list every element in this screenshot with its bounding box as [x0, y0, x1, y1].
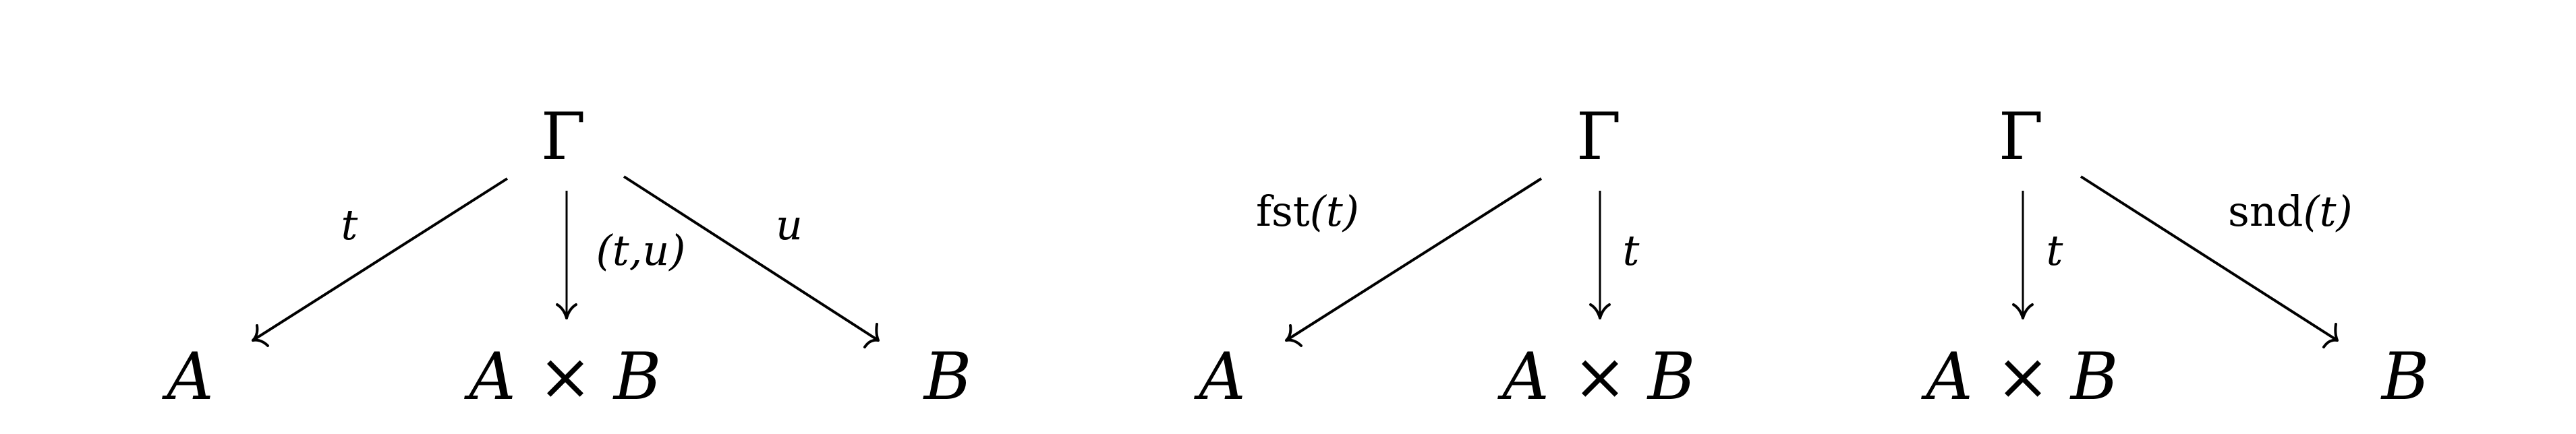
label-middle-arrow: t	[2047, 226, 2063, 275]
fst-function: fst	[1256, 187, 1310, 236]
node-gamma: Γ	[541, 99, 586, 175]
label-right-arrow: u	[776, 200, 803, 249]
svg-text:snd(t): snd(t)	[2228, 187, 2353, 236]
node-b: B	[923, 339, 972, 414]
label-middle-arrow: (t,u)	[596, 226, 686, 275]
times-symbol: ×	[1573, 339, 1627, 414]
product-right-factor: B	[612, 339, 662, 414]
snd-function: snd	[2228, 187, 2303, 236]
diagram-pairing: Γ A A × B B t (t,u) u	[161, 99, 971, 414]
node-gamma: Γ	[1576, 99, 1622, 175]
label-right-arrow: snd(t)	[2228, 187, 2353, 236]
product-left-factor: A	[1497, 339, 1549, 414]
label-left-arrow: fst(t)	[1256, 187, 1359, 236]
product-right-factor: B	[1647, 339, 1696, 414]
svg-text:fst(t): fst(t)	[1256, 187, 1359, 236]
arrow-right	[2080, 175, 2339, 348]
times-symbol: ×	[1996, 339, 2050, 414]
arrow-left	[252, 177, 509, 347]
fst-argument: (t)	[1310, 187, 1359, 236]
node-a: A	[1193, 339, 1245, 414]
arrow-middle	[556, 191, 577, 319]
node-a: A	[161, 339, 213, 414]
arrow-right	[623, 175, 880, 348]
diagram-second-projection: Γ A × B B t snd(t)	[1920, 99, 2429, 414]
arrow-middle	[1589, 191, 1611, 319]
node-product: A × B	[463, 339, 661, 414]
label-left-arrow: t	[341, 200, 358, 249]
diagram-first-projection: Γ A A × B fst(t) t	[1193, 99, 1695, 414]
label-middle-arrow: t	[1623, 226, 1640, 275]
snd-argument: (t)	[2303, 187, 2352, 236]
node-product: A × B	[1497, 339, 1695, 414]
product-right-factor: B	[2069, 339, 2119, 414]
node-product: A × B	[1920, 339, 2118, 414]
arrow-left	[1285, 177, 1543, 347]
arrow-middle	[2012, 191, 2034, 319]
times-symbol: ×	[538, 339, 592, 414]
product-left-factor: A	[1920, 339, 1972, 414]
node-gamma: Γ	[1999, 99, 2044, 175]
product-left-factor: A	[463, 339, 515, 414]
node-b: B	[2380, 339, 2430, 414]
